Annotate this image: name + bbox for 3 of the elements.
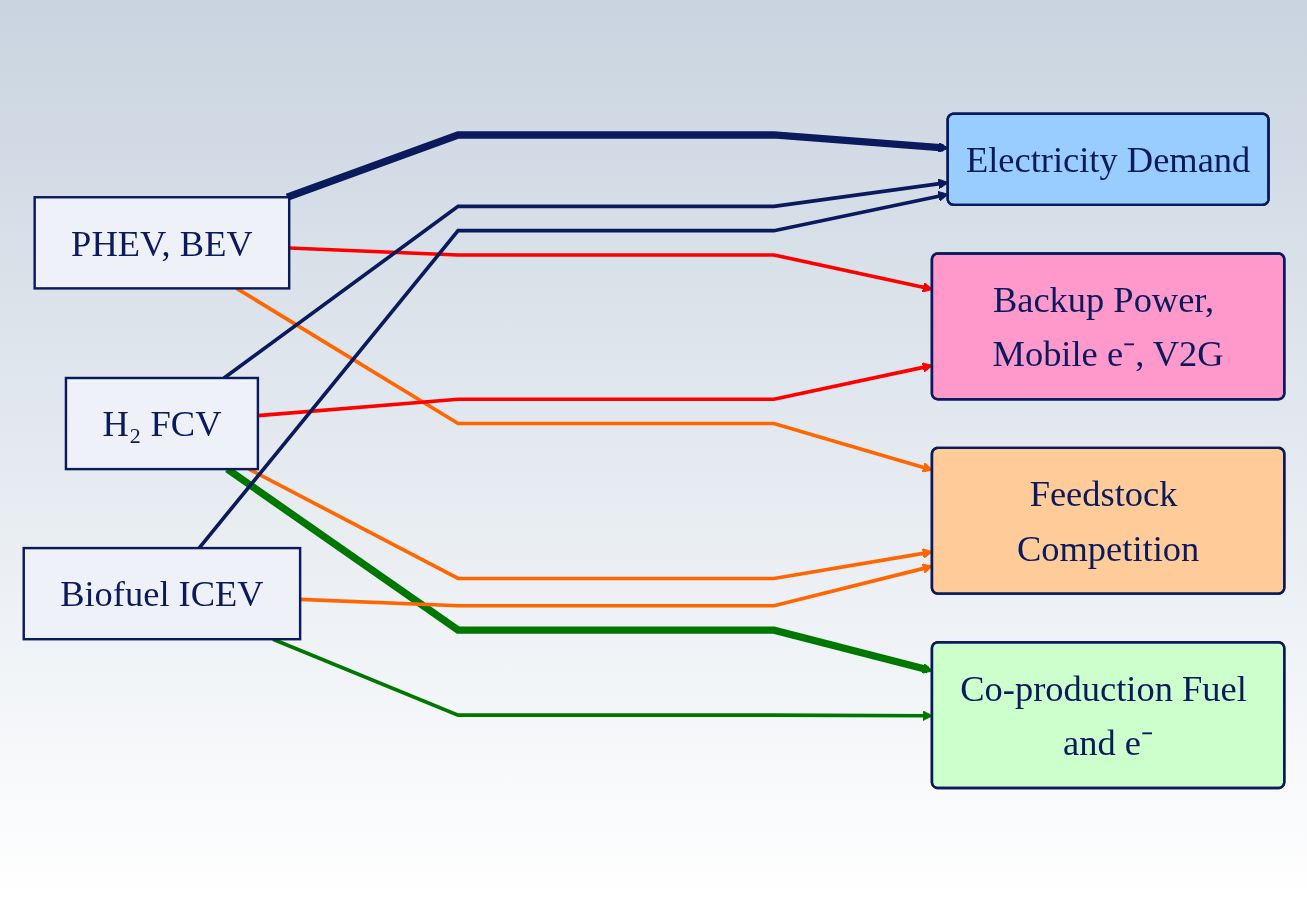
node-box: PHEV, BEV xyxy=(32,195,290,290)
node-box: Biofuel ICEV xyxy=(22,546,301,641)
node-box: H₂ FCV xyxy=(64,376,259,470)
